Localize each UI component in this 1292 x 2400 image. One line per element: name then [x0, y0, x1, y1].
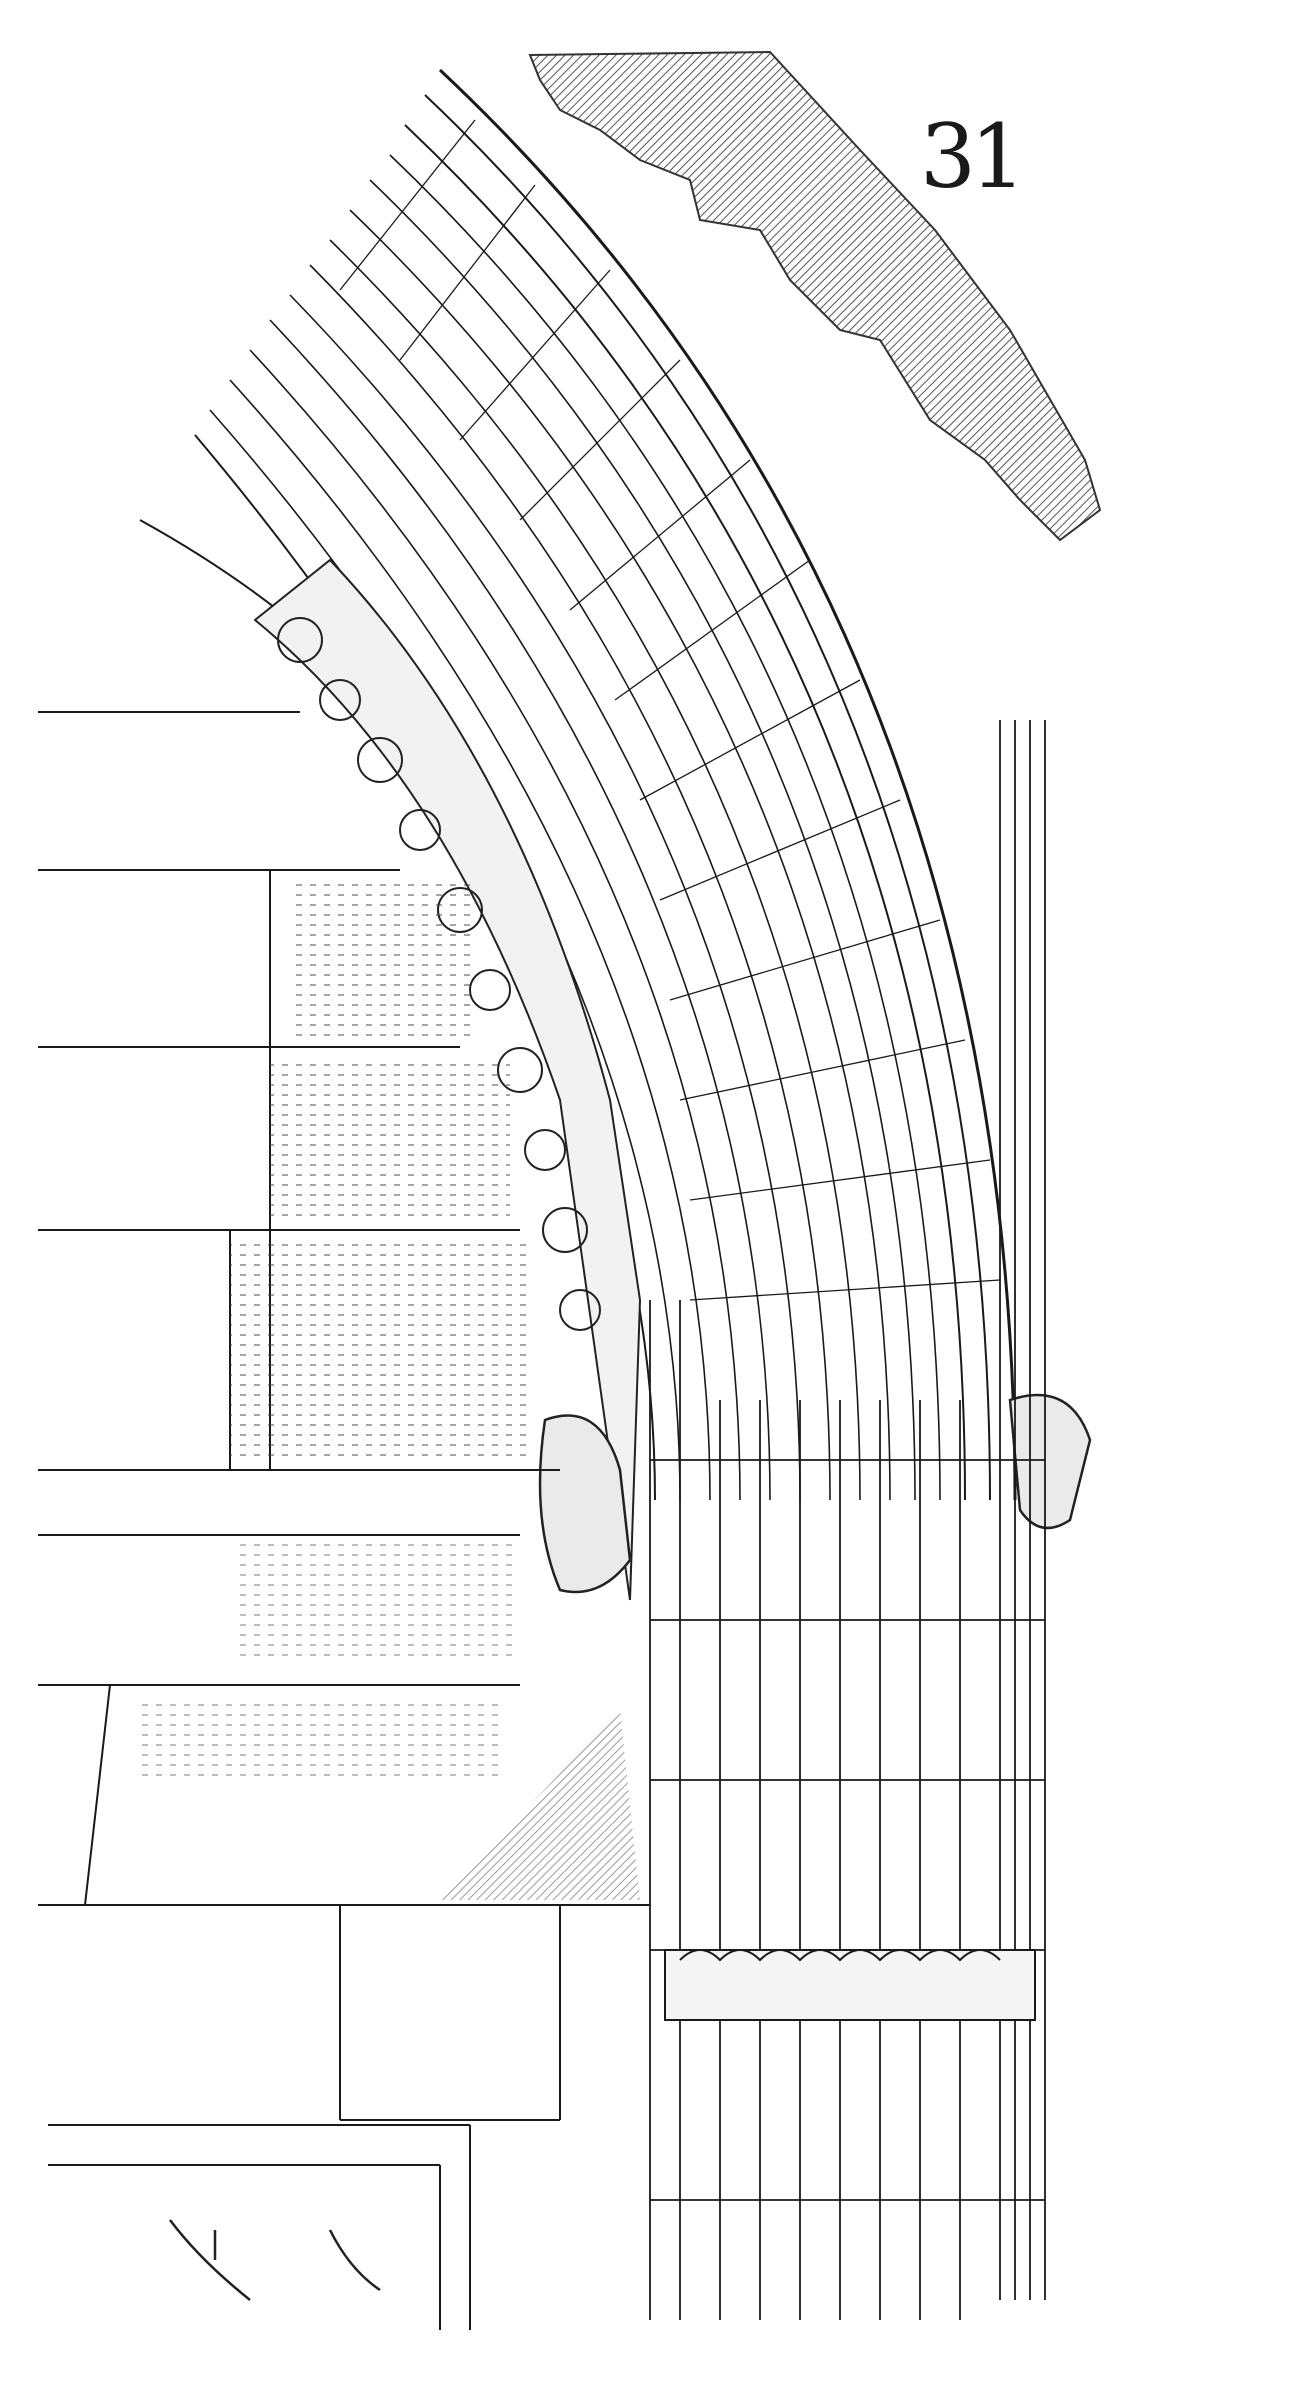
archivolt — [139, 68, 1017, 1501]
section-hatch — [528, 50, 1102, 542]
plate-number: 31 — [920, 105, 1026, 208]
corbel-figure-right — [1008, 1393, 1092, 1530]
stone-texture — [140, 880, 640, 1900]
jamb-shafts — [649, 720, 1046, 2320]
corbel-figure-left — [538, 1414, 632, 1594]
capital-band — [664, 1949, 1036, 2021]
base-sketch — [169, 2219, 381, 2301]
